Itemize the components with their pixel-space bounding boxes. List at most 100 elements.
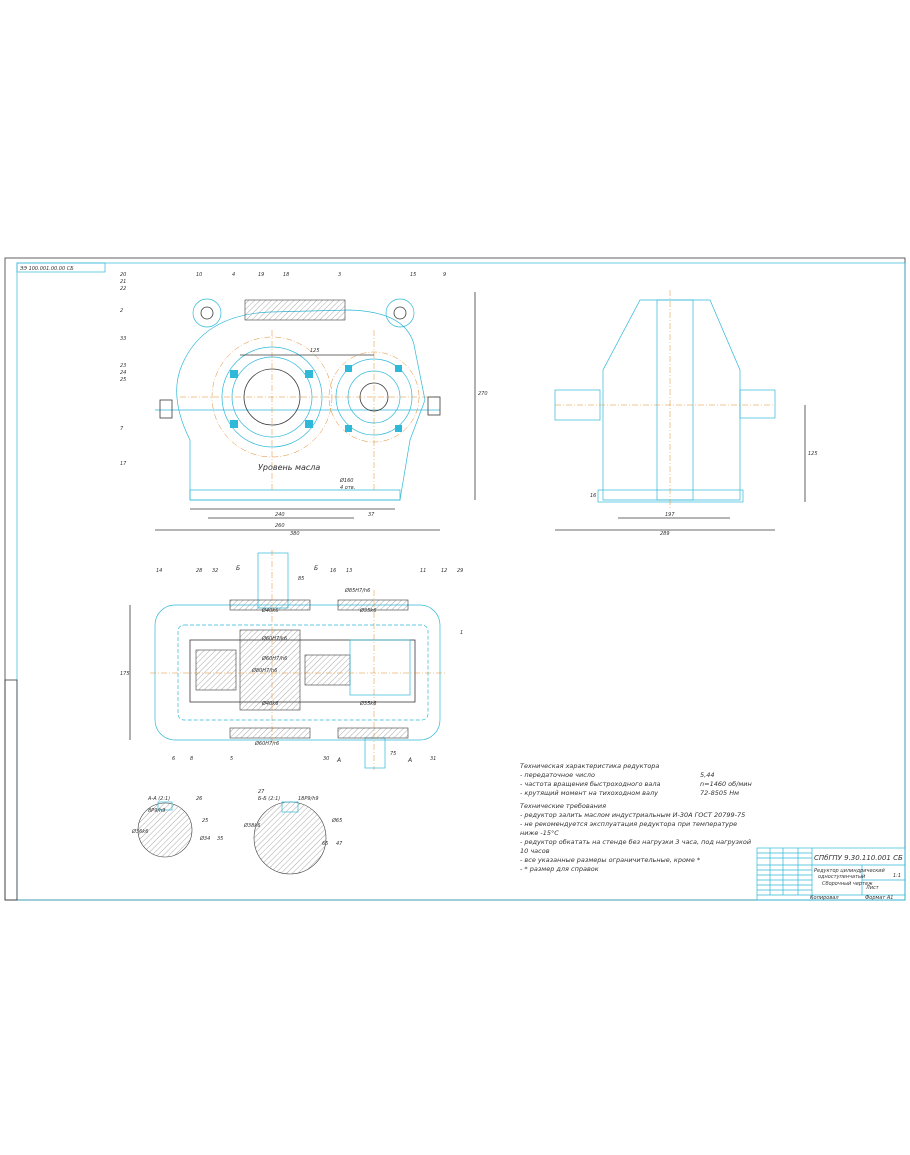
part-number: 27 (258, 789, 265, 795)
dim-label: 8P9/h9 (148, 808, 165, 814)
note-value: 72-8505 Нм (700, 789, 739, 797)
part-number: 2 (120, 308, 123, 314)
note-line: - редуктор залить маслом индустриальным … (520, 811, 745, 819)
dim-label: 47 (336, 841, 343, 847)
sheet-label: Лист (865, 885, 880, 891)
part-number: 13 (346, 568, 352, 574)
part-number: 7 (120, 426, 124, 432)
section-mark: А (407, 757, 412, 764)
note-line: - частота вращения быстроходного вала (520, 780, 660, 788)
dim-label: Ø60H7/r6 (254, 740, 279, 747)
dim-label: 85 (298, 576, 304, 582)
note-line: - крутящий момент на тихоходном валу (520, 789, 658, 797)
note-value: 5,44 (700, 771, 714, 779)
part-number: 11 (420, 568, 426, 574)
part-number: 10 (196, 272, 202, 278)
dim-label: 65 (322, 841, 328, 847)
part-number: 16 (330, 568, 336, 574)
notes-heading: Технические требования (520, 802, 606, 810)
part-number: 5 (230, 756, 233, 762)
dim-label: Ø160 (339, 477, 353, 484)
part-number: 14 (156, 568, 162, 574)
dim-label: Ø60H7/h6 (261, 655, 287, 662)
side-view: 125 197 289 16 (554, 290, 818, 537)
dim-label: Ø35k6 (359, 607, 376, 614)
dim-label: 18P9/h9 (298, 796, 319, 802)
part-leaders: 14 28 32 Б Б 16 13 11 12 29 1 6 8 5 30 3… (156, 565, 463, 764)
part-number: 32 (212, 568, 218, 574)
part-number: 1 (460, 630, 463, 636)
dim-label: 75 (390, 751, 396, 757)
dim-label: 25 (202, 818, 208, 824)
part-number: 6 (172, 756, 175, 762)
dim-label: Ø80H7/h6 (251, 667, 277, 674)
format-label: Формат А1 (865, 895, 893, 901)
part-number: 30 (323, 756, 329, 762)
part-leaders: 20 21 22 2 33 23 24 25 7 17 10 4 19 18 3… (120, 272, 446, 467)
dim-label: 37 (368, 512, 375, 518)
dim-label: Ø60H7/k6 (261, 635, 287, 642)
dim-label: Ø34 (199, 835, 210, 842)
dim-label: 125 (310, 348, 320, 354)
title-block: СПбГПУ 9.30.110.001 СБ Редуктор цилиндри… (756, 847, 906, 901)
drawing-type: Сборочный чертеж (822, 881, 873, 887)
dim-label: Ø38k6 (243, 822, 260, 829)
section-mark: Б (314, 565, 318, 572)
scale-value: 1:1 (893, 873, 901, 879)
note-line: - редуктор обкатать на стенде без нагруз… (520, 838, 751, 846)
dim-label: Ø40k6 (261, 700, 278, 707)
part-number: 20 (120, 272, 126, 278)
dim-label: Ø35k6 (359, 700, 376, 707)
dim-label: 35 (217, 836, 223, 842)
dim-label: Ø40k6 (261, 607, 278, 614)
part-number: 18 (283, 272, 289, 278)
dim-label: 16 (590, 493, 596, 499)
note-line: 10 часов (520, 847, 550, 855)
drawing-name: одноступенчатый (818, 874, 866, 880)
plan-view: 175 85 75 Ø40k6 Ø60H7/k6 Ø60H7/h6 Ø40k6 … (120, 550, 463, 770)
sheet-frame: ЭЭ 100.001.00.00 СБ (4, 257, 906, 901)
part-number: 29 (457, 568, 463, 574)
front-view: Уровень масла 125 270 240 260 37 380 Ø16… (120, 272, 488, 537)
stamp-text: ЭЭ 100.001.00.00 СБ (19, 266, 74, 272)
section-title: А-А (2:1) (147, 796, 170, 802)
part-number: 3 (338, 272, 341, 278)
part-number: 25 (120, 377, 126, 383)
note-line: - не рекомендуется эксплуатация редуктор… (520, 820, 737, 828)
part-number: 22 (120, 286, 126, 292)
part-number: 8 (190, 756, 193, 762)
part-number: 9 (443, 272, 446, 278)
part-number: 28 (196, 568, 202, 574)
dim-label: Ø85H7/h6 (344, 587, 370, 594)
drawing-name: Редуктор цилиндрический (814, 868, 886, 874)
part-number: 26 (196, 796, 202, 802)
dim-label: 240 (275, 512, 285, 518)
section-mark: Б (236, 565, 240, 572)
part-number: 24 (120, 370, 126, 376)
dim-label: 289 (660, 531, 670, 537)
dim-label: 125 (808, 451, 818, 457)
part-number: 12 (441, 568, 447, 574)
section-title: Б-Б (2:1) (258, 796, 280, 802)
part-number: 4 (232, 272, 235, 278)
dim-label: 4 отв. (340, 485, 355, 491)
drawing-code: СПбГПУ 9.30.110.001 СБ (814, 854, 903, 862)
notes-heading: Техническая характеристика редуктора (520, 762, 659, 770)
note-line: ниже -15°С (520, 829, 559, 837)
dim-label: 175 (120, 671, 130, 677)
note-line: - передаточное число (520, 771, 595, 779)
part-number: 21 (120, 279, 126, 285)
part-number: 23 (120, 363, 126, 369)
copied-label: Копировал (810, 895, 839, 901)
part-number: 31 (430, 756, 436, 762)
dim-label: Ø65 (331, 817, 342, 824)
dim-label: 380 (290, 531, 300, 537)
note-value: n=1460 об/мин (700, 780, 752, 788)
part-number: 33 (120, 336, 126, 342)
section-b-b: Б-Б (2:1) 27 Ø38k6 18P9/h9 Ø65 65 47 (243, 789, 343, 875)
note-line: - * размер для справок (520, 865, 599, 873)
dim-label: 260 (275, 523, 285, 529)
dim-label: 197 (665, 512, 675, 518)
part-number: 15 (410, 272, 416, 278)
section-mark: А (336, 757, 341, 764)
